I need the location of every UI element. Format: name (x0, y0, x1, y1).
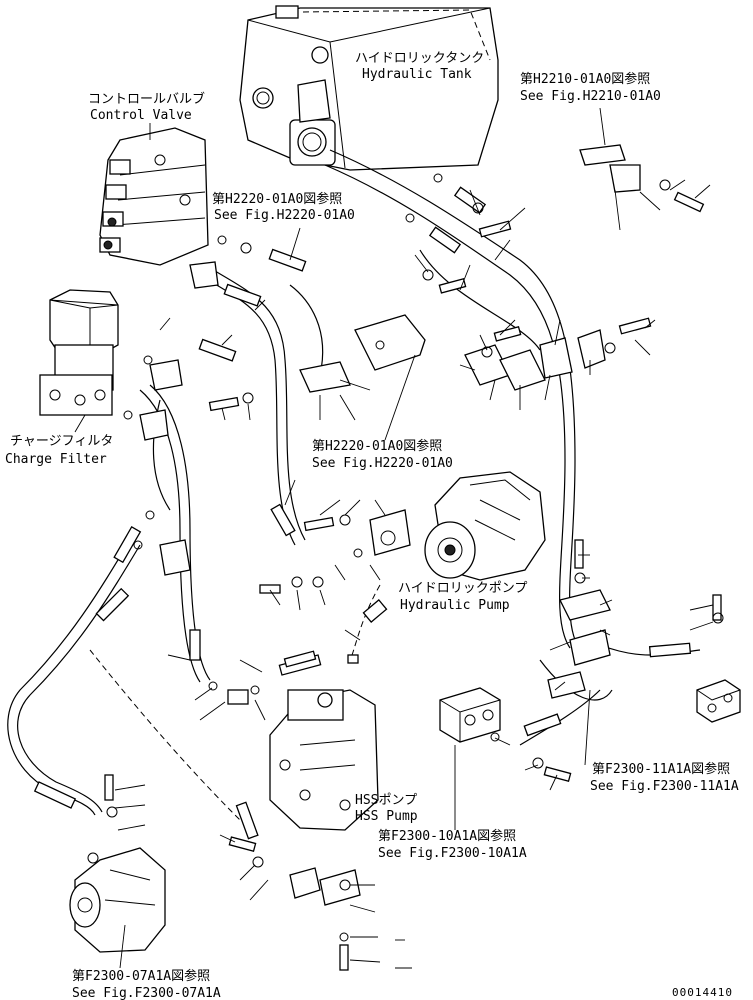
ref-f2300-11-jp: 第F2300-11A1A図参照 (592, 761, 730, 777)
gear-pump-assembly (69, 847, 166, 953)
ref-h2210-jp: 第H2210-01A0図参照 (520, 71, 650, 87)
hss-pump-label-en: HSS Pump (355, 809, 418, 824)
hydraulic-pump (424, 471, 546, 581)
ref-f2300-07-jp: 第F2300-07A1A図参照 (72, 968, 210, 984)
fasteners (87, 173, 724, 971)
ref-h2220-mid-en: See Fig.H2220-01A0 (312, 456, 453, 471)
control-valve-label-en: Control Valve (90, 108, 192, 123)
hose-fittings (33, 186, 692, 840)
valve-block-f2300-11 (696, 679, 741, 723)
ref-f2300-11-en: See Fig.F2300-11A1A (590, 779, 739, 794)
control-valve (99, 127, 209, 266)
ref-f2300-10-jp: 第F2300-10A1A図参照 (378, 828, 516, 844)
ref-h2220-top-jp: 第H2220-01A0図参照 (212, 191, 342, 207)
leader-lines (114, 107, 714, 969)
charge-filter-label-jp: チャージフィルタ (10, 434, 113, 449)
charge-filter (39, 289, 119, 416)
ref-f2300-07-en: See Fig.F2300-07A1A (72, 986, 221, 1000)
hydraulic-tank-label-jp: ハイドロリックタンク (355, 51, 484, 66)
ref-f2300-10-en: See Fig.F2300-10A1A (378, 846, 527, 861)
hydraulic-tank (239, 5, 499, 171)
hydraulic-pump-label-en: Hydraulic Pump (400, 598, 510, 613)
control-valve-label-jp: コントロールバルブ (88, 91, 205, 107)
valve-block-f2300-10 (439, 687, 501, 743)
drawing-number: 00014410 (672, 986, 733, 999)
hydraulic-tank-label-en: Hydraulic Tank (362, 67, 472, 82)
charge-filter-label-en: Charge Filter (5, 452, 107, 467)
ref-h2210-en: See Fig.H2210-01A0 (520, 89, 661, 104)
ref-h2220-mid-jp: 第H2220-01A0図参照 (312, 438, 442, 454)
hydraulic-pump-label-jp: ハイドロリックポンプ (398, 581, 527, 596)
brackets-and-clamps (139, 144, 641, 906)
ref-h2220-top-en: See Fig.H2220-01A0 (214, 208, 355, 223)
hss-pump-label-jp: HSSポンプ (355, 793, 417, 808)
hss-pump (269, 689, 379, 831)
